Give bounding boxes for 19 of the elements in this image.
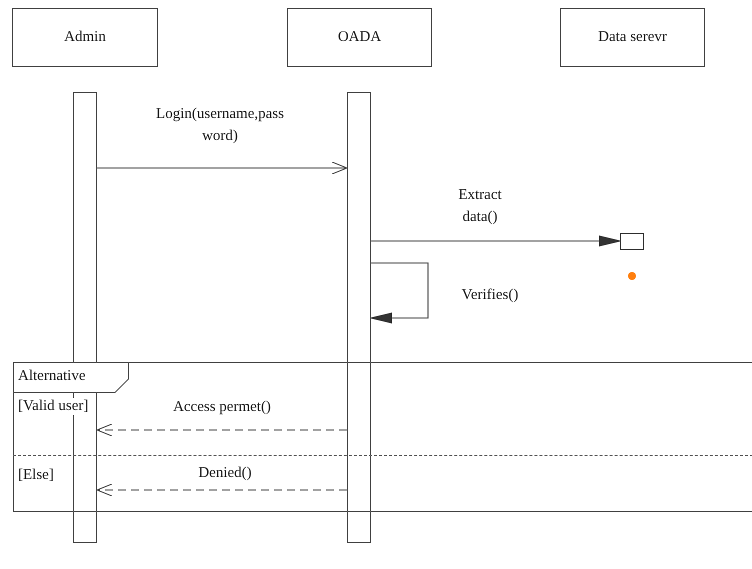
message-arrow	[96, 484, 347, 496]
guard-label: [Valid user]	[18, 398, 88, 415]
guard-label: [Else]	[18, 467, 54, 484]
message-arrow	[96, 424, 347, 436]
message-arrow	[370, 262, 429, 324]
edge-label: Verifies()	[460, 286, 520, 305]
message-arrow	[371, 236, 620, 246]
activation-box	[620, 233, 644, 250]
message-arrow	[97, 162, 348, 174]
edge-label: Access permet()	[172, 398, 272, 417]
frame-tab	[13, 362, 129, 393]
activation-bar	[347, 92, 371, 543]
lifeline-head: Data serevr	[560, 8, 705, 67]
edge-label: Extract data()	[457, 186, 503, 227]
lifeline-head: Admin	[12, 8, 158, 67]
edge-label: Denied()	[197, 464, 253, 483]
frame-title: Alternative	[18, 368, 86, 385]
edge-label: Login(username,pass word)	[155, 105, 285, 146]
lifeline-head: OADA	[287, 8, 432, 67]
